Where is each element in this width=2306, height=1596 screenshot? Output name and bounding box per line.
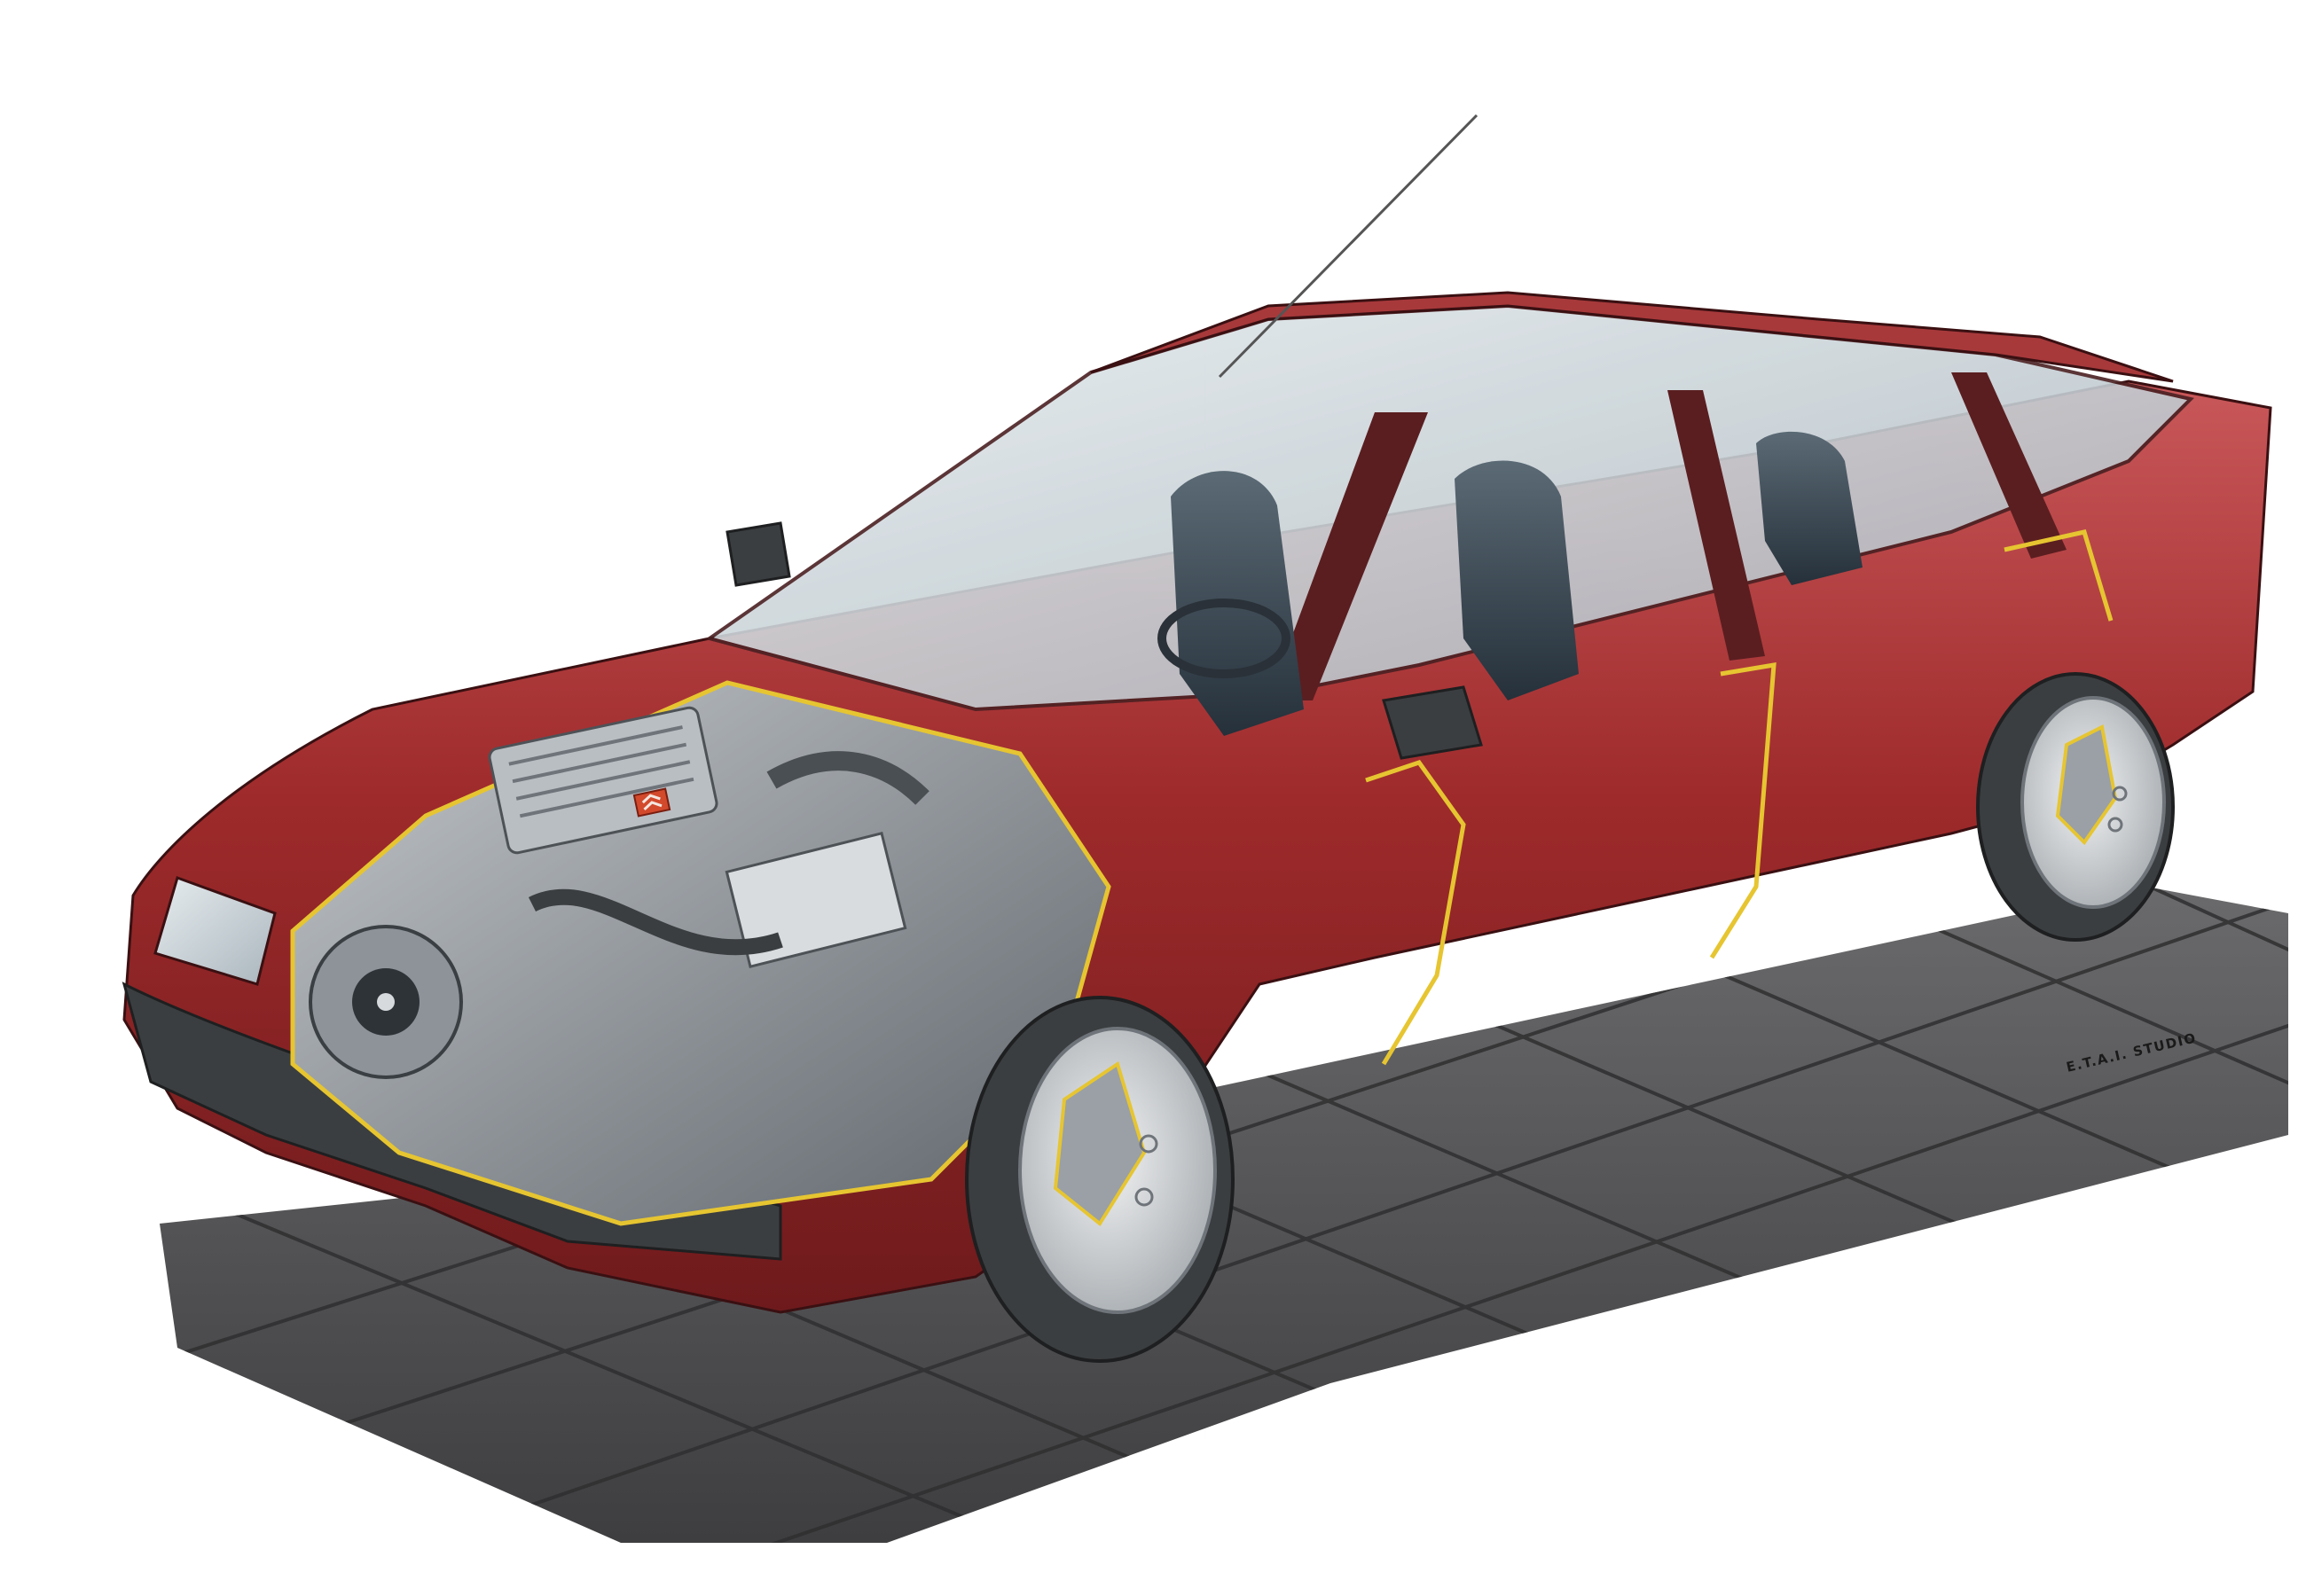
cabin-greenhouse: [705, 291, 2194, 760]
radio-antenna: [1218, 113, 1479, 379]
front-seat-passenger: [1455, 460, 1579, 700]
cutaway-edges: [1365, 529, 2114, 1066]
side-mirror-left: [726, 521, 791, 587]
rear-seat: [1756, 431, 1863, 585]
steering-wheel: [1157, 598, 1290, 678]
double-chevron-badge-icon: [632, 787, 671, 818]
rear-wheel: [1976, 672, 2175, 942]
engine-bay: [290, 680, 1111, 1226]
radiator-fan: [309, 925, 463, 1079]
roof: [1090, 291, 2174, 383]
door-mirror: [1382, 685, 1483, 760]
headlamp: [153, 876, 277, 986]
front-wheel: [965, 996, 1235, 1363]
